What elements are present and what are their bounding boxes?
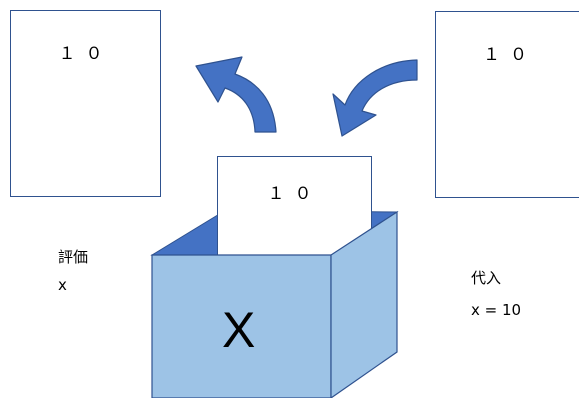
stored-value-card: １０: [217, 156, 372, 259]
assigned-value-card: １０: [435, 11, 579, 198]
assign-arrow-icon: [332, 59, 418, 137]
assigned-value-text: １０: [483, 45, 537, 65]
evaluate-variable-label: x: [58, 276, 67, 294]
stored-value-text: １０: [267, 184, 322, 204]
box-side-face: [330, 210, 398, 398]
evaluate-label: 評価: [58, 248, 89, 266]
box-front-face: [151, 254, 332, 398]
evaluated-value-text: １０: [58, 44, 113, 64]
variable-name-label: X: [222, 302, 256, 358]
assign-label: 代入: [471, 269, 502, 287]
assign-expression-label: x = 10: [471, 301, 522, 319]
evaluate-arrow-icon: [195, 56, 277, 133]
evaluated-value-card: １０: [10, 10, 161, 197]
